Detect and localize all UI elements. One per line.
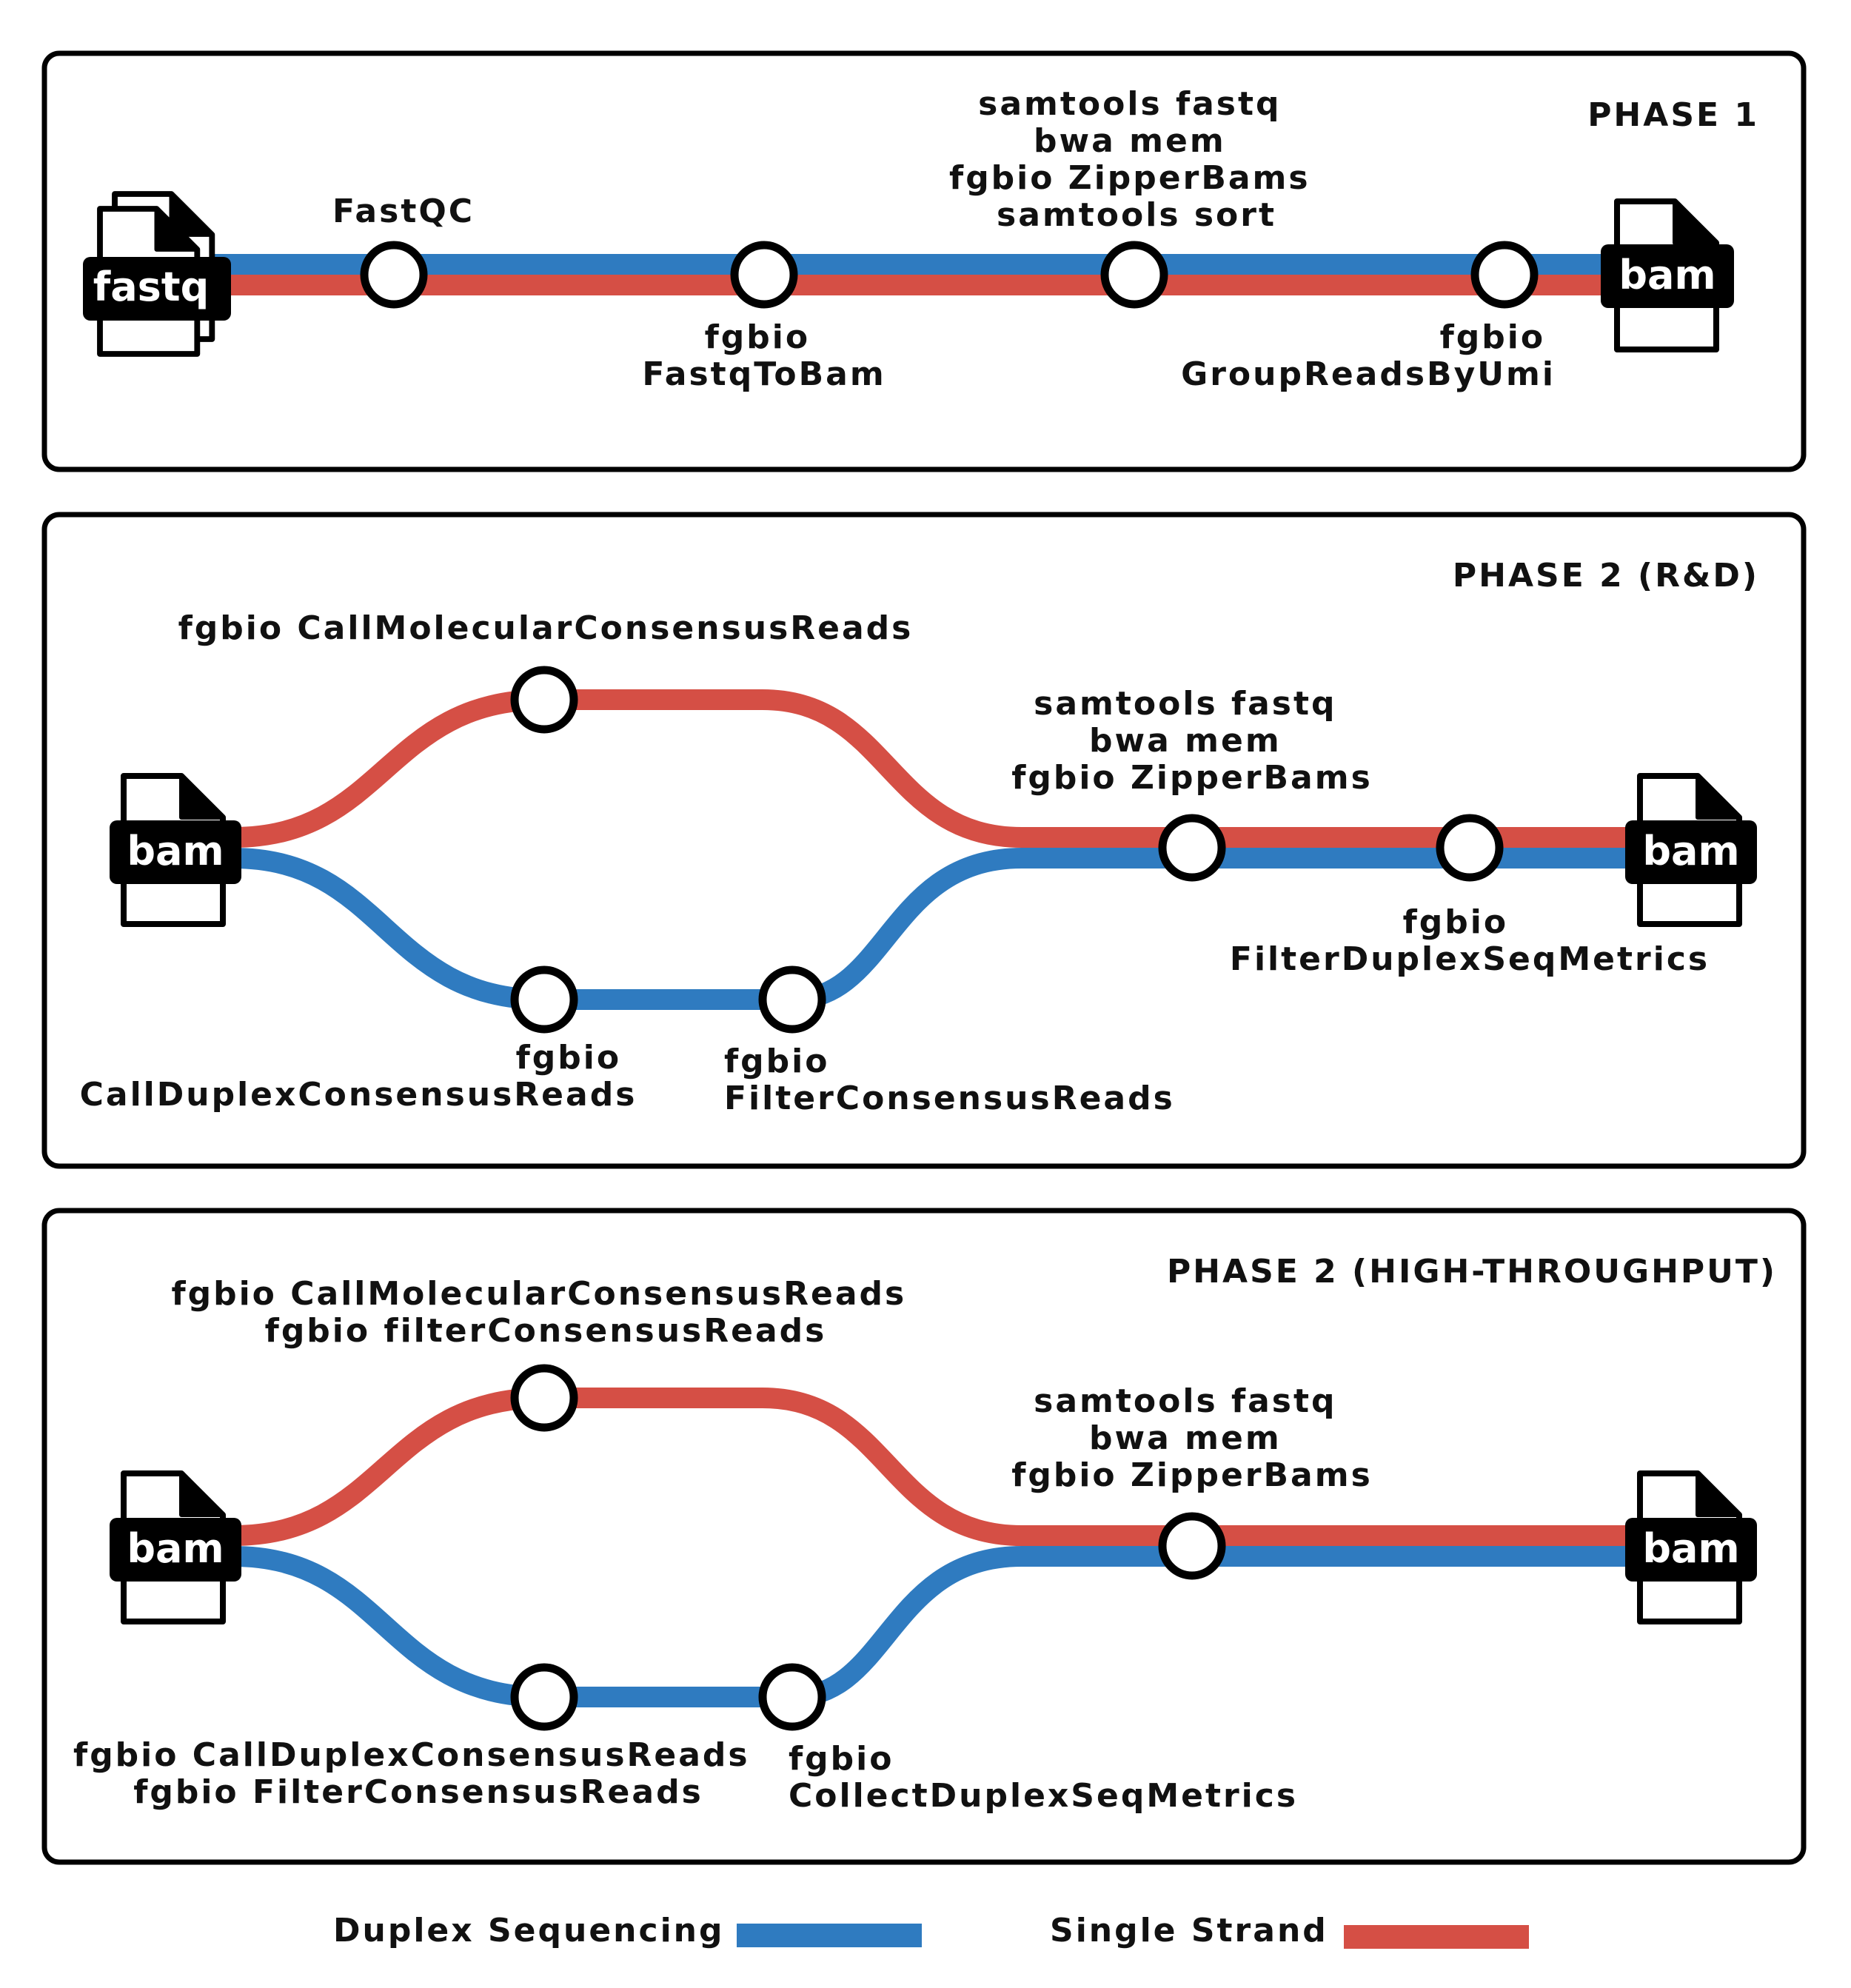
filter-consensus-label: fgbio FilterConsensusReads <box>724 1042 1175 1117</box>
bam-file-label: bam <box>127 828 224 874</box>
bam-file-label: bam <box>1642 1525 1739 1572</box>
phase-1-title: PHASE 1 <box>1587 96 1759 134</box>
station-fastqc <box>360 241 428 309</box>
station-group-reads <box>1470 241 1539 309</box>
bam-file-icon-phase2-rd-output: bam <box>1625 776 1757 924</box>
station-call-duplex-consensus <box>510 965 578 1034</box>
station-filter-consensus <box>758 965 826 1034</box>
phase-2-ht-title: PHASE 2 (HIGH-THROUGHPUT) <box>1167 1253 1777 1291</box>
single-strand-line-phase2-ht <box>232 1388 1633 1546</box>
duplex-metrics-rd-label: fgbio FilterDuplexSeqMetrics <box>1230 903 1710 978</box>
fastq-file-icon: fastq <box>83 194 231 354</box>
call-duplex-consensus-label: fgbio CallDuplexConsensusReads <box>80 1039 637 1114</box>
align-phase1-label: samtools fastq bwa mem fgbio ZipperBams … <box>949 85 1324 234</box>
station-align-phase2-ht <box>1158 1512 1226 1580</box>
collect-duplex-metrics-label: fgbio CollectDuplexSeqMetrics <box>789 1740 1298 1815</box>
phase-1-panel: PHASE 1 fastq bam FastQC fgbio FastqToBa… <box>41 50 1807 472</box>
station-fastq-to-bam <box>730 241 798 309</box>
phase-2-ht-panel: PHASE 2 (HIGH-THROUGHPUT) bam bam fgbio … <box>41 1208 1807 1865</box>
bam-file-icon-phase1-output: bam <box>1601 201 1734 349</box>
station-collect-duplex-metrics <box>758 1663 826 1731</box>
legend-duplex-swatch <box>737 1924 922 1947</box>
phase-2-rd-title: PHASE 2 (R&D) <box>1453 557 1759 595</box>
bam-file-icon-phase2-ht-input: bam <box>110 1473 241 1621</box>
fastq-file-label: fastq <box>93 264 210 310</box>
bam-file-icon-phase2-rd-input: bam <box>110 776 241 924</box>
call-duplex-consensus-ht-label: fgbio CallDuplexConsensusReads fgbio Fil… <box>73 1736 763 1811</box>
group-reads-label: fgbio GroupReadsByUmi <box>1181 318 1559 393</box>
align-phase2-ht-label: samtools fastq bwa mem fgbio ZipperBams <box>1011 1382 1373 1494</box>
station-duplex-metrics-rd <box>1436 814 1504 882</box>
station-align-phase1 <box>1100 241 1168 309</box>
station-call-duplex-consensus-ht <box>510 1663 578 1731</box>
station-align-phase2-rd <box>1158 814 1226 882</box>
fastq-to-bam-label: fgbio FastqToBam <box>642 318 886 393</box>
phase-2-rd-panel: PHASE 2 (R&D) bam bam fgbio CallMolecula… <box>41 512 1807 1169</box>
bam-file-label: bam <box>127 1525 224 1572</box>
duplex-line-phase1 <box>193 254 1636 275</box>
legend: Duplex Sequencing Single Strand <box>333 1912 1529 1949</box>
align-phase2-rd-label: samtools fastq bwa mem fgbio ZipperBams <box>1011 685 1373 797</box>
bam-file-label: bam <box>1642 828 1739 874</box>
single-strand-line-phase1 <box>193 275 1636 295</box>
legend-duplex-label: Duplex Sequencing <box>333 1912 724 1949</box>
legend-single-swatch <box>1344 1925 1529 1949</box>
call-molecular-consensus-ht-label: fgbio CallMolecularConsensusReads fgbio … <box>171 1275 920 1350</box>
duplex-line-phase2-ht <box>232 1546 1633 1707</box>
station-call-molecular-consensus-ht <box>510 1364 578 1432</box>
fastqc-label: FastQC <box>332 193 475 230</box>
station-call-molecular-consensus <box>510 666 578 734</box>
call-molecular-consensus-label: fgbio CallMolecularConsensusReads <box>178 609 914 647</box>
bam-file-icon-phase2-ht-output: bam <box>1625 1473 1757 1621</box>
legend-single-label: Single Strand <box>1050 1912 1328 1949</box>
bam-file-label: bam <box>1619 252 1716 298</box>
single-strand-line-phase2-rd <box>232 689 1633 848</box>
